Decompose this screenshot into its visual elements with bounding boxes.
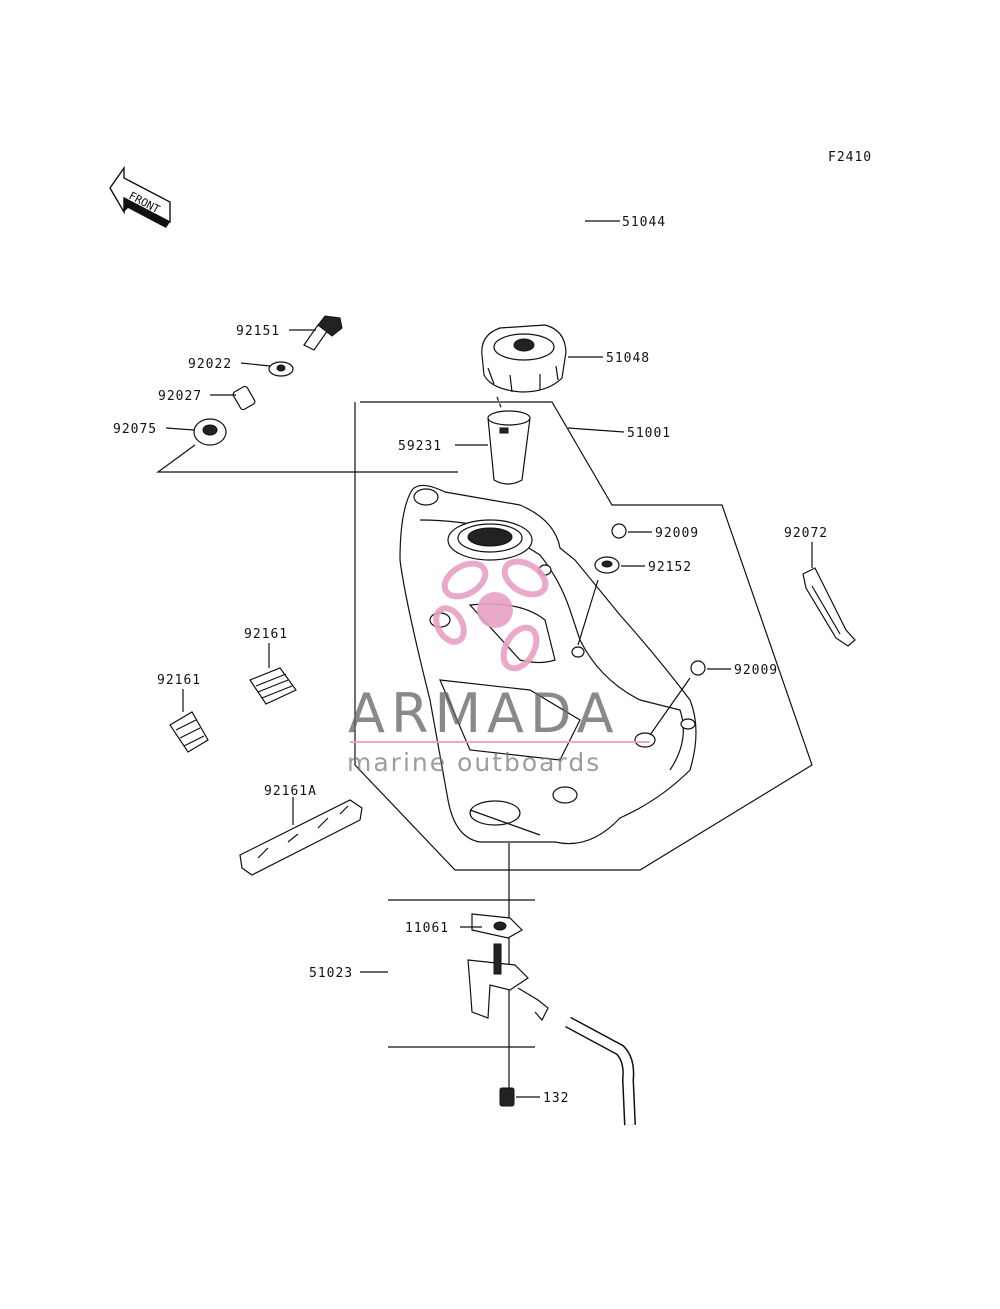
washer-92022: [240, 361, 294, 377]
fuel-tank: [399, 484, 697, 845]
gasket-11061: [460, 913, 523, 939]
label-92161-left: 92161: [157, 673, 201, 688]
damper-92161-right: [249, 643, 297, 705]
front-arrow-icon: FRONT: [109, 165, 171, 228]
cap-92009-lower: [649, 660, 731, 736]
label-92075: 92075: [113, 422, 157, 437]
grommet-92075: [165, 418, 227, 446]
armada-propeller-logo-icon: [433, 558, 549, 672]
washer-92152: [577, 556, 645, 646]
label-92009-lower: 92009: [734, 663, 778, 678]
label-92009-top: 92009: [655, 526, 699, 541]
label-92152: 92152: [648, 560, 692, 575]
filler-strainer-59231: [455, 396, 531, 485]
label-92027: 92027: [158, 389, 202, 404]
tank-assembly-bracket-51001: [354, 401, 813, 871]
bolt-92151: [289, 315, 343, 351]
label-132: 132: [543, 1091, 569, 1106]
label-51001: 51001: [627, 426, 671, 441]
label-92151: 92151: [236, 324, 280, 339]
strap-92072: [802, 542, 856, 647]
label-92161A: 92161A: [264, 784, 317, 799]
watermark-tagline: marine outboards: [347, 748, 601, 777]
fuel-cap-51048: [481, 324, 603, 393]
screw-132: [499, 1087, 540, 1107]
label-51023: 51023: [309, 966, 353, 981]
armada-watermark: ARMADA marine outboards: [347, 558, 650, 777]
fuel-hose: [565, 1016, 636, 1126]
label-92161-right: 92161: [244, 627, 288, 642]
label-11061: 11061: [405, 921, 449, 936]
diagram-code: F2410: [828, 150, 872, 165]
label-51044: 51044: [622, 215, 666, 230]
label-51048: 51048: [606, 351, 650, 366]
damper-92161A: [239, 797, 363, 876]
label-92022: 92022: [188, 357, 232, 372]
cap-92009-top: [611, 523, 652, 539]
label-59231: 59231: [398, 439, 442, 454]
collar-92027: [210, 385, 256, 411]
label-92072: 92072: [784, 526, 828, 541]
watermark-brand: ARMADA: [348, 682, 620, 745]
breather-hose-51044: [477, 211, 620, 301]
fuel-cock-51023: [360, 943, 549, 1022]
bolt-leader-line: [156, 444, 458, 473]
damper-92161-left: [169, 689, 209, 753]
